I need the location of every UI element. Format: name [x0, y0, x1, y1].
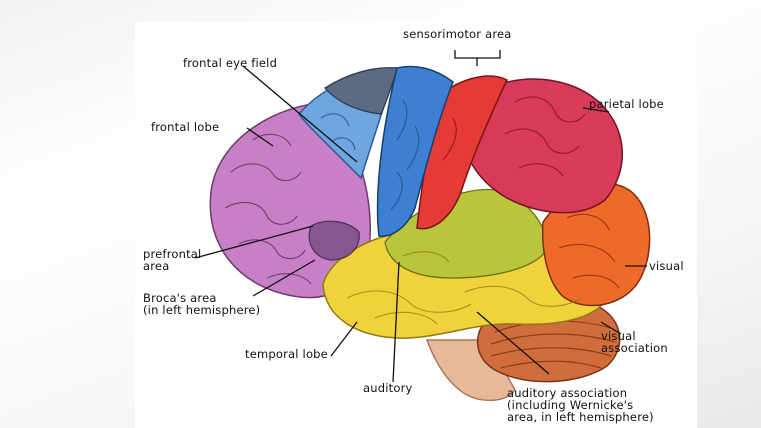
label-auditory-association: auditory association (including Wernicke… — [507, 387, 654, 423]
label-visual-association: visual association — [601, 330, 668, 354]
label-temporal-lobe: temporal lobe — [245, 347, 328, 361]
label-frontal-lobe: frontal lobe — [151, 120, 220, 134]
label-auditory: auditory — [363, 381, 413, 395]
motor-cortex-strip — [376, 65, 454, 237]
parietal-lobe-region — [459, 78, 624, 214]
label-parietal-lobe: parietal lobe — [589, 97, 664, 111]
leader-lines — [194, 50, 647, 383]
label-prefrontal-line1: prefrontal — [143, 247, 202, 261]
label-visual-assoc-line2: association — [601, 341, 668, 355]
premotor-shade — [324, 67, 398, 115]
label-prefrontal-area: prefrontal area — [143, 248, 201, 272]
brocas-area-region — [308, 220, 360, 261]
label-brocas-line2: (in left hemisphere) — [143, 303, 261, 317]
label-visual-assoc-line1: visual — [601, 329, 636, 343]
label-brocas-line1: Broca's area — [143, 291, 217, 305]
brain-diagram-panel: sensorimotor area frontal eye field pari… — [135, 22, 697, 428]
label-auditory-assoc-line3: area, in left hemisphere) — [507, 410, 654, 424]
label-sensorimotor-area: sensorimotor area — [403, 27, 512, 41]
label-brocas-area: Broca's area (in left hemisphere) — [143, 292, 260, 316]
label-visual: visual — [649, 259, 684, 273]
label-frontal-eye-field: frontal eye field — [183, 56, 278, 70]
label-auditory-assoc-line2: (including Wernicke's — [507, 398, 634, 412]
label-auditory-assoc-line1: auditory association — [507, 386, 628, 400]
label-prefrontal-line2: area — [143, 259, 170, 273]
brain-illustration — [194, 50, 651, 402]
